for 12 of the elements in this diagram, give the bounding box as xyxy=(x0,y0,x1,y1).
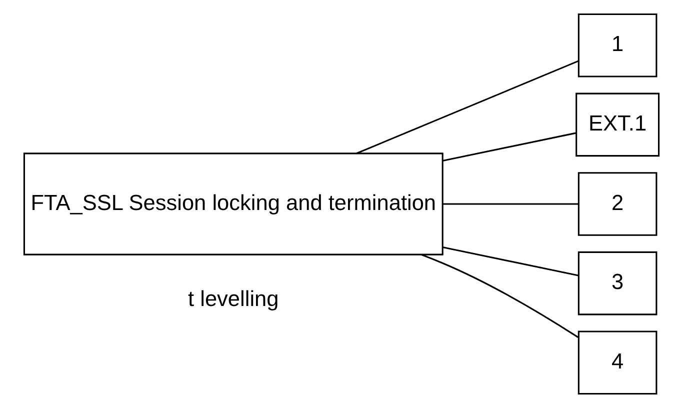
connector xyxy=(442,132,576,162)
label: t levelling xyxy=(188,286,278,312)
node-box: 2 xyxy=(577,172,657,236)
node-box: 4 xyxy=(577,330,657,395)
node-box: 3 xyxy=(577,251,657,316)
connector xyxy=(442,246,578,276)
connector xyxy=(420,254,578,338)
connector xyxy=(442,203,578,205)
node-box: 1 xyxy=(577,13,657,78)
connector xyxy=(356,60,578,154)
node-box: FTA_SSL Session locking and termination xyxy=(22,152,443,256)
node-box: EXT.1 xyxy=(575,92,660,157)
